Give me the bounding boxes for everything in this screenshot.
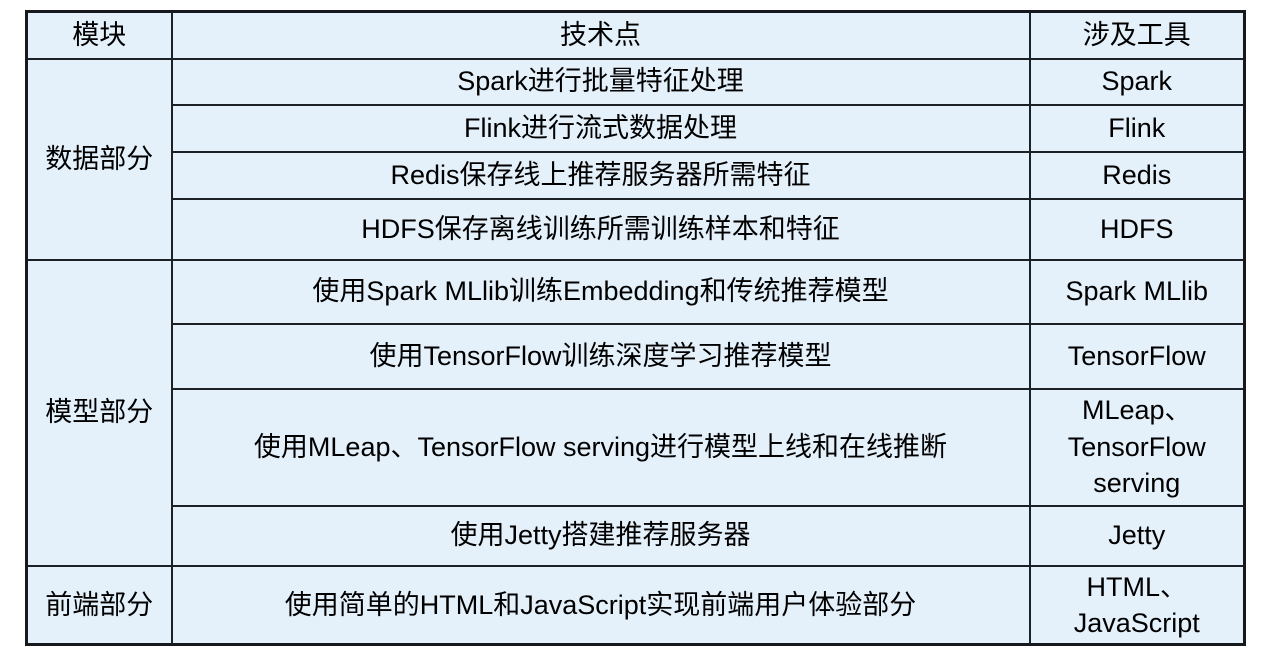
tech-cell: 使用简单的HTML和JavaScript实现前端用户体验部分 (170, 564, 1031, 646)
tool-cell: Spark (1028, 57, 1246, 106)
tech-cell: 使用Spark MLlib训练Embedding和传统推荐模型 (170, 258, 1031, 325)
tech-cell: HDFS保存离线训练所需训练样本和特征 (170, 197, 1031, 261)
table-row: 模型部分 使用Spark MLlib训练Embedding和传统推荐模型 Spa… (25, 258, 1246, 567)
tech-cell: 使用Jetty搭建推荐服务器 (170, 504, 1031, 567)
module-cell-frontend: 前端部分 (25, 564, 173, 646)
table-row: Flink进行流式数据处理 Flink (27, 103, 1246, 153)
tool-cell: TensorFlow (1028, 322, 1246, 390)
module-cell-model: 模型部分 (25, 258, 173, 567)
tech-stack-table: 模块 技术点 涉及工具 数据部分 Spark进行批量特征处理 Spark Fli… (25, 10, 1246, 647)
tool-cell: Flink (1028, 103, 1246, 153)
tech-cell: 使用TensorFlow训练深度学习推荐模型 (170, 322, 1031, 390)
table-row: Redis保存线上推荐服务器所需特征 Redis (27, 150, 1246, 200)
table-row: HDFS保存离线训练所需训练样本和特征 HDFS (27, 197, 1246, 261)
tool-cell: Jetty (1028, 504, 1246, 567)
header-tools: 涉及工具 (1028, 10, 1246, 60)
tool-cell: Spark MLlib (1028, 258, 1246, 325)
tool-cell: HTML、 JavaScript (1028, 564, 1246, 646)
table-row: 前端部分 使用简单的HTML和JavaScript实现前端用户体验部分 HTML… (25, 564, 1246, 646)
tech-cell: Redis保存线上推荐服务器所需特征 (170, 150, 1031, 200)
tech-cell: Spark进行批量特征处理 (170, 57, 1031, 106)
tool-cell: Redis (1028, 150, 1246, 200)
tech-cell: 使用MLeap、TensorFlow serving进行模型上线和在线推断 (170, 387, 1031, 507)
table-row: 数据部分 Spark进行批量特征处理 Spark (25, 57, 1246, 261)
tool-cell: HDFS (1028, 197, 1246, 261)
table-row: 使用Jetty搭建推荐服务器 Jetty (27, 504, 1246, 567)
table-row: 使用MLeap、TensorFlow serving进行模型上线和在线推断 ML… (27, 387, 1246, 507)
tool-cell: MLeap、 TensorFlow serving (1028, 387, 1246, 507)
header-module: 模块 (25, 10, 173, 60)
table-row: 使用TensorFlow训练深度学习推荐模型 TensorFlow (27, 322, 1246, 390)
tech-cell: Flink进行流式数据处理 (170, 103, 1031, 153)
table-header-row: 模块 技术点 涉及工具 (25, 10, 1246, 60)
header-tech: 技术点 (170, 10, 1031, 60)
module-cell-data: 数据部分 (25, 57, 173, 261)
